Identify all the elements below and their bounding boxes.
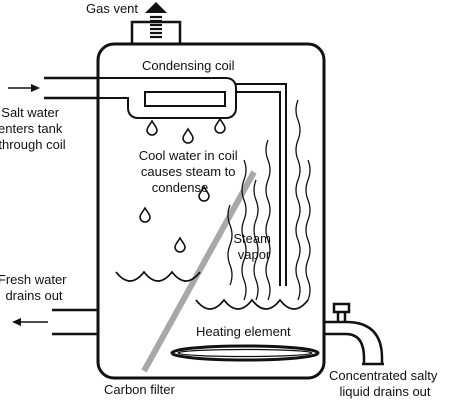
steam-lines: [227, 99, 311, 301]
fresh-water-arrow-icon: [12, 318, 48, 326]
heating-element: [170, 344, 320, 362]
fresh-water-label: Fresh water drains out: [0, 272, 70, 303]
droplet: [146, 119, 158, 136]
tank: [96, 42, 326, 380]
drain-faucet: [324, 302, 384, 366]
droplet: [139, 206, 151, 223]
condensing-coil-label: Condensing coil: [142, 58, 235, 73]
cool-water-label: Cool water in coil causes steam to conde…: [139, 148, 242, 195]
gas-vent-arrow-icon: [145, 2, 167, 39]
droplet: [214, 117, 226, 134]
carbon-filter-label: Carbon filter: [104, 382, 175, 397]
right-water-surface: [195, 298, 309, 310]
fresh-water-outlet-pipe: [52, 308, 98, 336]
carbon-filter: [141, 170, 257, 373]
droplet: [198, 185, 210, 202]
salt-water-arrow-icon: [8, 84, 40, 92]
steam-vapor-label: Steam vapor: [233, 231, 274, 262]
water-droplets: [139, 117, 226, 253]
salt-water-label: Salt water enters tank through coil: [0, 105, 66, 152]
droplet: [182, 127, 194, 144]
salt-water-inlet-pipe: [44, 76, 98, 100]
droplet: [174, 236, 186, 253]
gas-vent-label: Gas vent: [86, 1, 138, 16]
concentrated-label: Concentrated salty liquid drains out: [329, 368, 441, 399]
condensing-coil: [98, 77, 287, 286]
heating-element-label: Heating element: [196, 324, 291, 339]
left-water-surface: [115, 270, 201, 282]
